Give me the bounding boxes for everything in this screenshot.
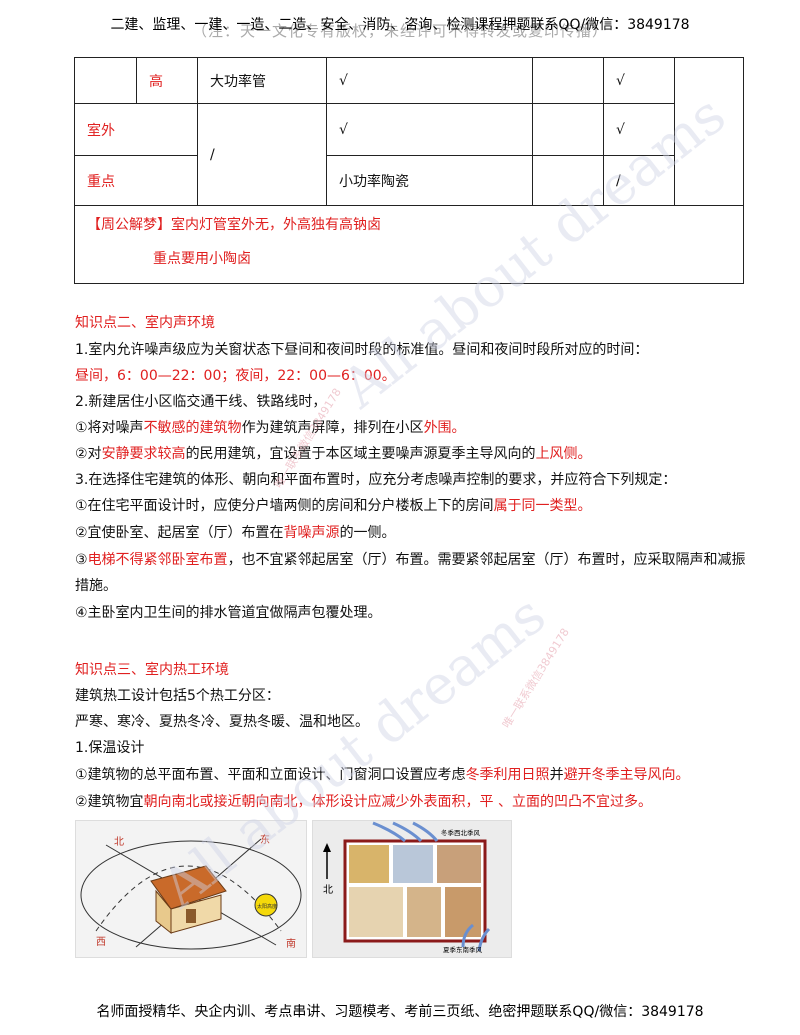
house-roof bbox=[150, 865, 227, 910]
table-cell: √ bbox=[326, 103, 533, 156]
text: 朝向南北或接近朝向南北，体形设计应减少外表面积，平 、立面的凹凸不宜过多。 bbox=[143, 794, 653, 810]
page-header: 二建、监理、一建、一造、二造、安全、消防、咨询、检测课程押题联系QQ/微信：38… bbox=[110, 17, 690, 33]
mnemonic-cell: 【周公解梦】室内灯管室外无，外高独有高钠卤 重点要用小陶卤 bbox=[74, 205, 744, 284]
table-cell: / bbox=[197, 103, 327, 206]
text: ②建筑物宜 bbox=[75, 794, 144, 810]
paragraph: ①将对噪声不敏感的建筑物作为建筑声屏障，排列在小区外围。 bbox=[75, 418, 466, 438]
room bbox=[407, 887, 441, 937]
sun-orientation-drawing: 北 东 西 南 太阳高度 bbox=[80, 833, 302, 950]
horizon-ellipse bbox=[80, 840, 302, 950]
paragraph: 建筑热工设计包括5个热工分区： bbox=[75, 688, 280, 704]
wind-arrow-icon bbox=[392, 821, 423, 843]
section-title: 知识点三、室内热工环境 bbox=[75, 662, 229, 678]
room bbox=[445, 887, 481, 937]
lamp-table: 高 大功率管 √ √ 室外 / √ √ 重点 小功率陶瓷 / 【周公解梦】室内灯… bbox=[74, 57, 744, 284]
paragraph: ②对安静要求较高的民用建筑，宜设置于本区域主要噪声源夏季主导风向的上风侧。 bbox=[75, 444, 592, 464]
table-cell: 重点 bbox=[74, 155, 198, 206]
text: 冬季利用日照 bbox=[465, 767, 550, 783]
sun-path bbox=[95, 865, 282, 932]
wind-arrow-icon bbox=[412, 821, 439, 842]
paragraph: ①在住宅平面设计时，应使分户墙两侧的房间和分户楼板上下的房间属于同一类型。 bbox=[75, 496, 592, 516]
table-cell bbox=[532, 57, 604, 104]
paragraph: 1.室内允许噪声级应为关窗状态下昼间和夜间时段的标准值。昼间和夜间时段所对应的时… bbox=[75, 342, 649, 358]
paragraph: ③电梯不得紧邻卧室布置，也不宜紧邻起居室（厅）布置。需要紧邻起居室（厅）布置时，… bbox=[75, 550, 746, 570]
table-cell: √ bbox=[326, 57, 533, 104]
wind-arrow-icon bbox=[372, 821, 406, 843]
room bbox=[349, 887, 403, 937]
section-title: 知识点二、室内声环境 bbox=[75, 315, 215, 331]
table-row: 高 大功率管 √ √ bbox=[74, 57, 744, 206]
summer-wind-label: 夏季东南季风 bbox=[443, 945, 483, 954]
paragraph: 措施。 bbox=[75, 578, 117, 594]
table-cell: 大功率管 bbox=[197, 57, 327, 104]
text: 外围。 bbox=[423, 420, 466, 436]
page-footer: 名师面授精华、央企内训、考点串讲、习题模考、考前三页纸、绝密押题联系QQ/微信：… bbox=[96, 1004, 704, 1020]
sun-orientation-figure: 北 东 西 南 太阳高度 bbox=[75, 820, 307, 958]
paragraph: 昼间，6：00—22：00；夜间，22：00—6：00。 bbox=[75, 368, 396, 384]
text: 的一侧。 bbox=[339, 525, 396, 541]
sun-icon bbox=[254, 893, 278, 917]
text: ①在住宅平面设计时，应使分户墙两侧的房间和分户楼板上下的房间 bbox=[75, 498, 494, 514]
text: 避开冬季主导风向。 bbox=[563, 767, 690, 783]
table-cell bbox=[532, 103, 604, 156]
paragraph: 2.新建居住小区临交通干线、铁路线时， bbox=[75, 394, 327, 410]
text: 安静要求较高 bbox=[101, 446, 186, 462]
text: 作为建筑声屏障，排列在小区 bbox=[241, 420, 424, 436]
text: 背噪声源 bbox=[283, 525, 340, 541]
wind-arrow-icon bbox=[461, 923, 474, 948]
text: ②对 bbox=[75, 446, 102, 462]
mnemonic-line: 重点要用小陶卤 bbox=[153, 251, 251, 267]
text: ①建筑物的总平面布置、平面和立面设计、门窗洞口设置应考虑 bbox=[75, 767, 466, 783]
text: ①将对噪声 bbox=[75, 420, 144, 436]
paragraph: ②建筑物宜朝向南北或接近朝向南北，体形设计应减少外表面积，平 、立面的凹凸不宜过… bbox=[75, 792, 652, 812]
text: 不敏感的建筑物 bbox=[143, 420, 242, 436]
paragraph: 1.保温设计 bbox=[75, 740, 145, 756]
south-label: 南 bbox=[286, 937, 296, 950]
wind-arrow-icon bbox=[477, 927, 491, 952]
winter-wind-label: 冬季西北季风 bbox=[441, 828, 481, 837]
paragraph: ②宜使卧室、起居室（厅）布置在背噪声源的一侧。 bbox=[75, 523, 396, 543]
table-cell: 高 bbox=[136, 57, 198, 104]
house-door bbox=[186, 909, 196, 923]
table-cell: √ bbox=[603, 57, 675, 104]
north-label: 北 bbox=[323, 884, 333, 896]
paragraph: ④主卧室内卫生间的排水管道宜做隔声包覆处理。 bbox=[75, 605, 382, 621]
table-row: 室外 / √ √ bbox=[74, 103, 744, 206]
east-label: 东 bbox=[260, 833, 270, 846]
floor-plan-figure: 北 冬季西北季风 夏季东南季风 bbox=[312, 820, 512, 958]
text: 电梯不得紧邻卧室布置 bbox=[87, 552, 228, 568]
paragraph: 3.在选择住宅建筑的体形、朝向和平面布置时，应充分考虑噪声控制的要求，并应符合下… bbox=[75, 472, 677, 488]
west-label: 西 bbox=[96, 937, 106, 948]
north-arrow-icon bbox=[323, 843, 331, 852]
table-cell bbox=[74, 57, 137, 104]
text: 属于同一类型。 bbox=[493, 498, 592, 514]
text: ②宜使卧室、起居室（厅）布置在 bbox=[75, 525, 284, 541]
table-cell: 室外 bbox=[74, 103, 198, 156]
text: ③ bbox=[75, 552, 88, 568]
sun-label: 太阳高度 bbox=[257, 903, 277, 910]
paragraph: 严寒、寒冷、夏热冬冷、夏热冬暖、温和地区。 bbox=[75, 714, 369, 730]
mnemonic-line: 【周公解梦】室内灯管室外无，外高独有高钠卤 bbox=[87, 217, 381, 233]
paragraph: ①建筑物的总平面布置、平面和立面设计、门窗洞口设置应考虑冬季利用日照并避开冬季主… bbox=[75, 765, 690, 785]
text: 并 bbox=[549, 767, 564, 783]
table-cell: 小功率陶瓷 bbox=[326, 155, 533, 206]
text: ，也不宜紧邻起居室（厅）布置。需要紧邻起居室（厅）布置时，应采取隔声和减振 bbox=[227, 552, 746, 568]
room bbox=[349, 845, 389, 883]
copyright-notice: （注：天一文化专有版权，未经许可不得转发或复印传播） bbox=[191, 22, 608, 40]
table-row: 重点 小功率陶瓷 / bbox=[74, 155, 744, 206]
text: 上风侧。 bbox=[535, 446, 592, 462]
room bbox=[437, 845, 481, 883]
floor-plan-drawing: 北 冬季西北季风 夏季东南季风 bbox=[313, 821, 511, 957]
table-row: 【周公解梦】室内灯管室外无，外高独有高钠卤 重点要用小陶卤 bbox=[74, 205, 744, 284]
room bbox=[393, 845, 433, 883]
text: 的民用建筑，宜设置于本区域主要噪声源夏季主导风向的 bbox=[185, 446, 536, 462]
north-label: 北 bbox=[114, 836, 124, 848]
table-cell: / bbox=[603, 155, 675, 206]
table-cell bbox=[674, 57, 744, 206]
table-cell bbox=[532, 155, 604, 206]
watermark: 唯一联系微信3849178 bbox=[499, 626, 572, 731]
table-cell: √ bbox=[603, 103, 675, 156]
